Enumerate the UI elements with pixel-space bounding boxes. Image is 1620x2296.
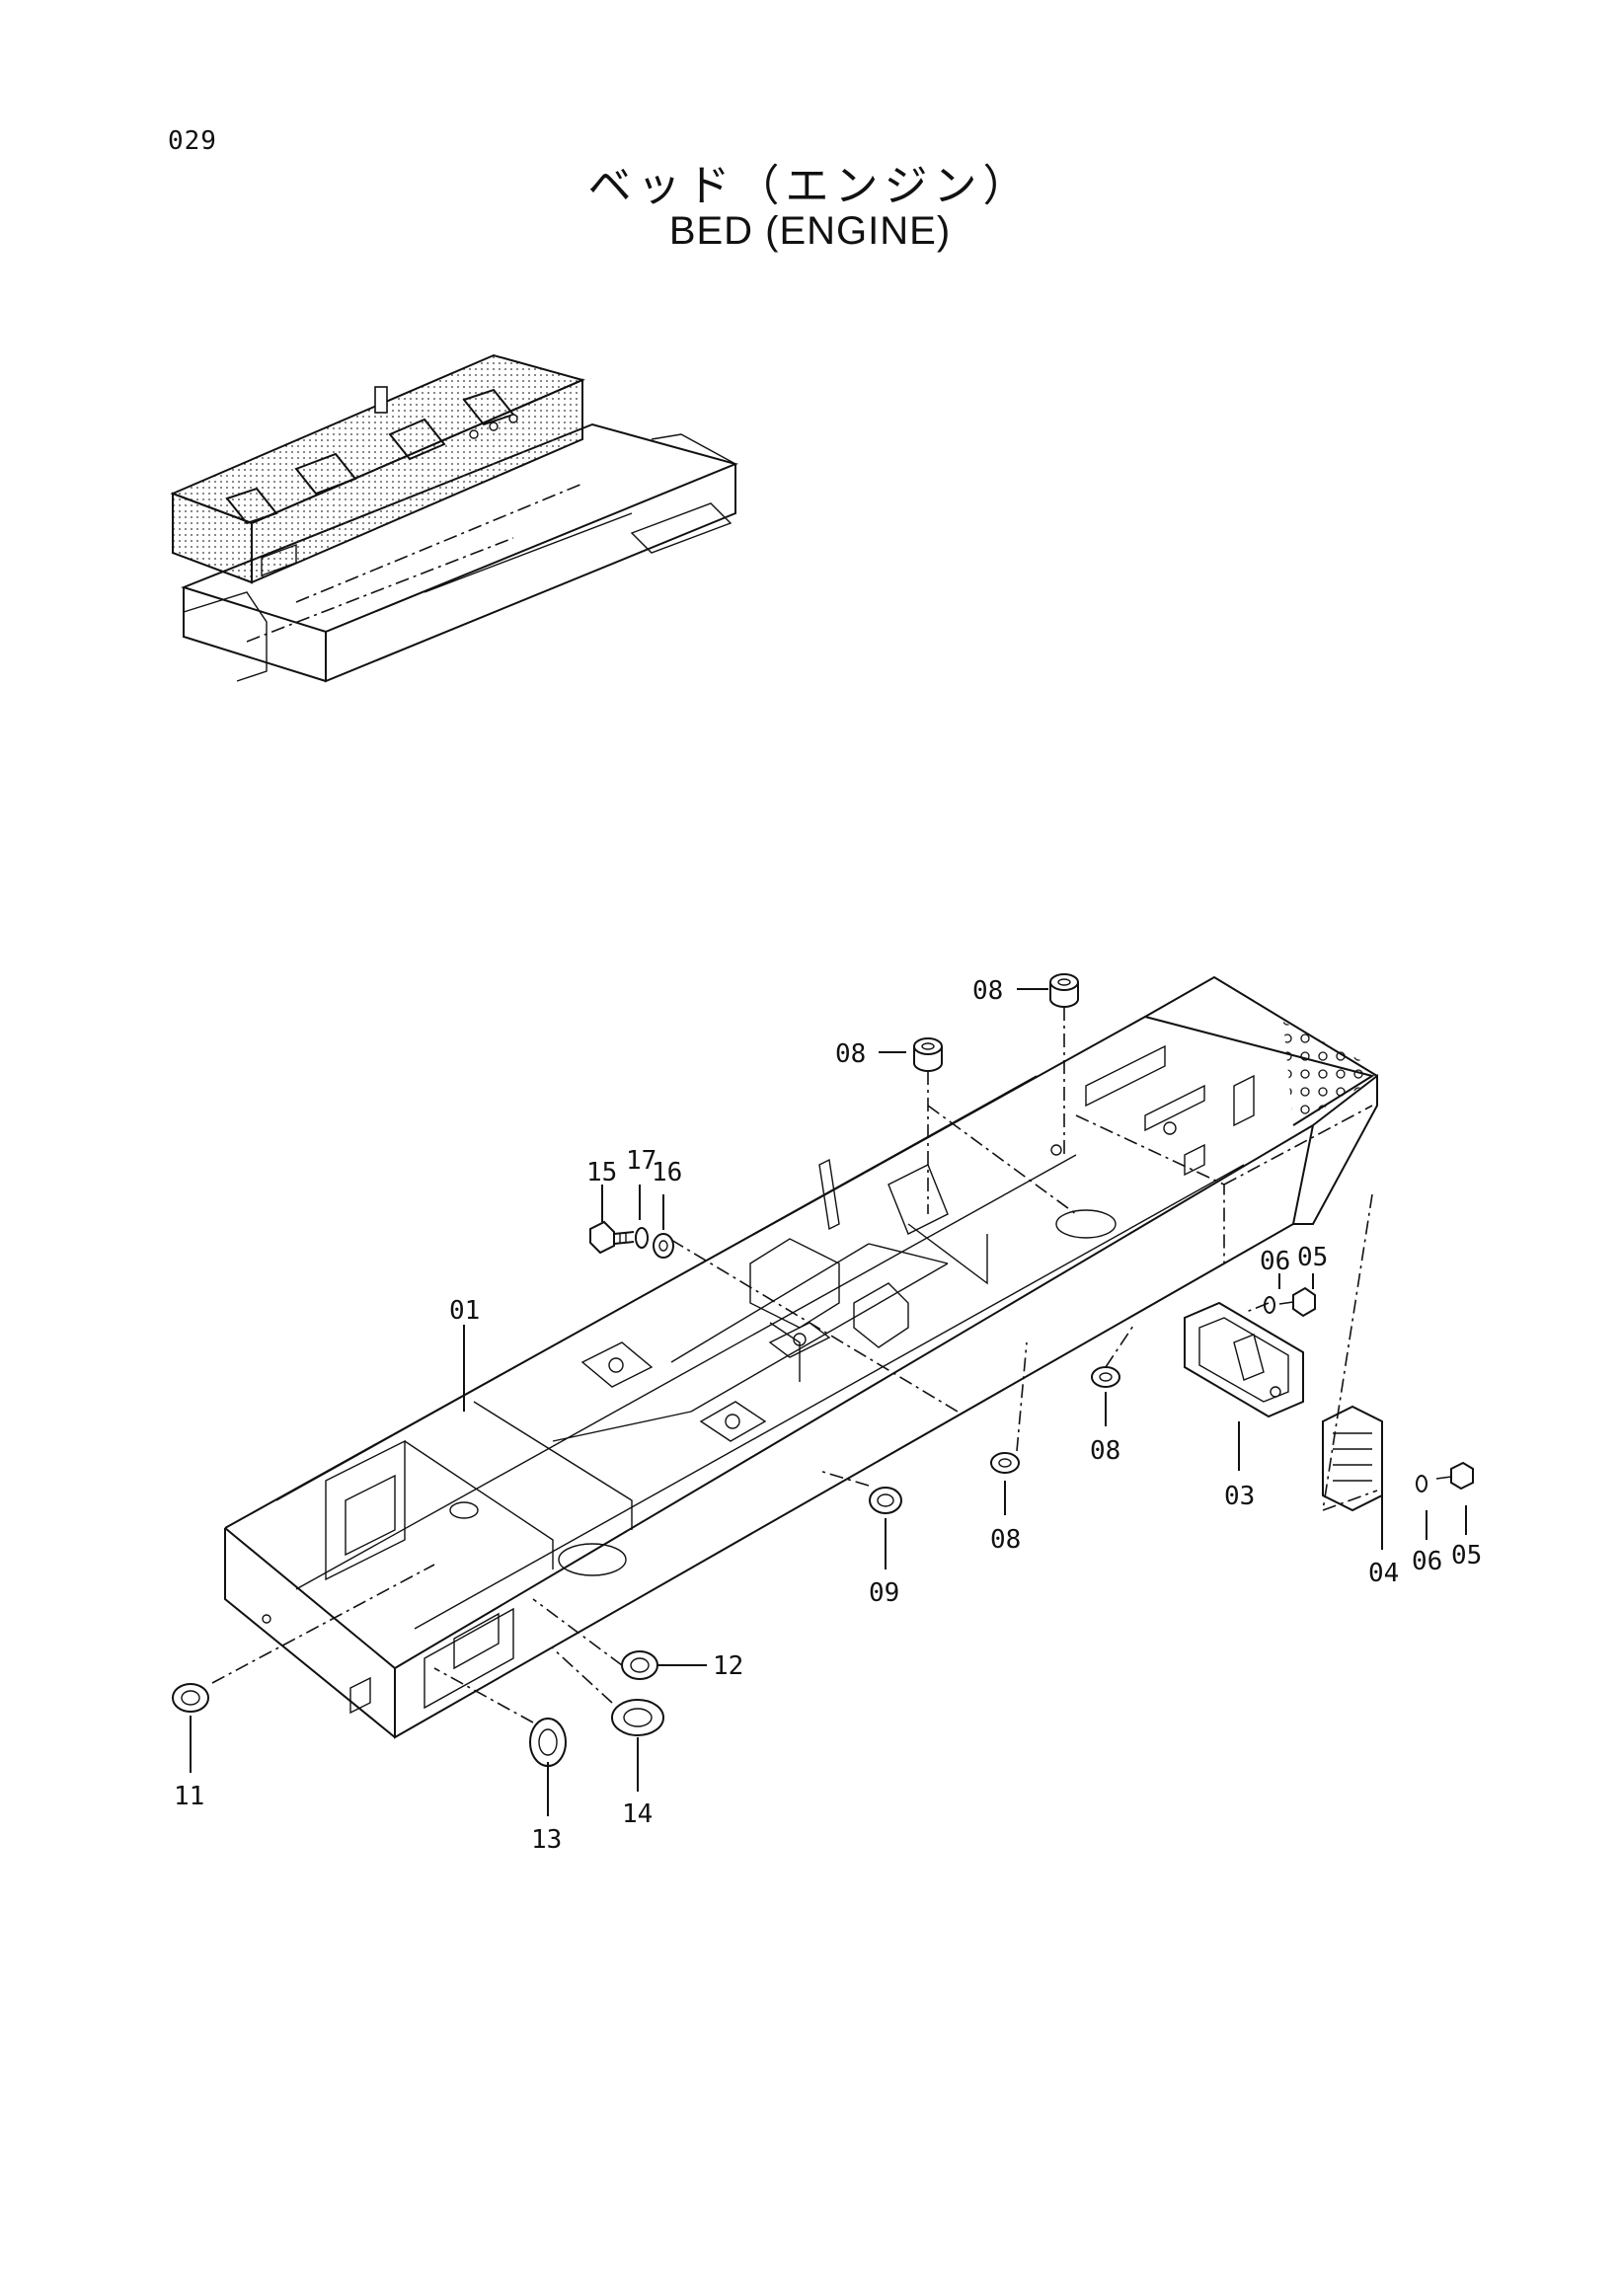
small-parts (172, 973, 1474, 1767)
grommet-08-right-icon (1091, 1366, 1120, 1388)
callout-01: 01 (449, 1296, 480, 1326)
grommet-08-lower-icon (990, 1452, 1020, 1474)
grommet-11-icon (172, 1683, 209, 1713)
washer-06-lower-icon (1416, 1475, 1427, 1492)
screw-05-lower-icon (1435, 1461, 1474, 1491)
title-japanese: ベッド（エンジン） (587, 161, 1033, 211)
callout-08: 08 (972, 976, 1003, 1006)
callout-12: 12 (713, 1651, 743, 1681)
bolt-15-icon (589, 1220, 635, 1255)
callout-16: 16 (652, 1158, 682, 1187)
louver-cover-04-icon (1322, 1405, 1383, 1512)
callout-labels: 08 08 15 17 16 01 06 05 08 03 08 09 04 0… (174, 976, 1482, 1855)
callout-08: 08 (1090, 1436, 1120, 1466)
oval-grommet-13-icon (529, 1718, 567, 1767)
overview-base-frame (181, 422, 739, 683)
title-english: BED (ENGINE) (668, 209, 952, 253)
callout-17: 17 (626, 1146, 656, 1176)
washer-06-upper-icon (1264, 1296, 1275, 1314)
oval-grommet-14-icon (611, 1699, 664, 1736)
callout-13: 13 (531, 1825, 562, 1855)
callout-09: 09 (869, 1578, 899, 1608)
overview-engine-bed (170, 353, 585, 584)
callout-11: 11 (174, 1782, 204, 1811)
callout-06: 06 (1412, 1547, 1442, 1576)
overview-inset (170, 353, 739, 683)
callout-leader-lines (190, 988, 1467, 1816)
callout-05: 05 (1451, 1541, 1482, 1570)
grommet-09-icon (869, 1487, 902, 1514)
main-bed-frame (224, 975, 1378, 1739)
screw-05-upper-icon (1278, 1286, 1316, 1318)
callout-14: 14 (622, 1799, 653, 1829)
grommet-08-upper-icon (913, 1037, 943, 1072)
callout-08: 08 (835, 1039, 866, 1069)
callout-08: 08 (990, 1525, 1021, 1555)
callout-04: 04 (1368, 1559, 1399, 1588)
page-number: 029 (168, 126, 217, 156)
grommet-08-top-icon (1049, 973, 1079, 1008)
callout-15: 15 (586, 1158, 617, 1187)
washer-16-icon (653, 1233, 674, 1259)
callout-03: 03 (1224, 1482, 1255, 1511)
lock-washer-17-icon (635, 1227, 649, 1249)
cover-plate-03-icon (1184, 1301, 1304, 1418)
callout-06: 06 (1260, 1247, 1290, 1276)
grommet-12-icon (621, 1650, 658, 1680)
callout-05: 05 (1297, 1243, 1328, 1272)
